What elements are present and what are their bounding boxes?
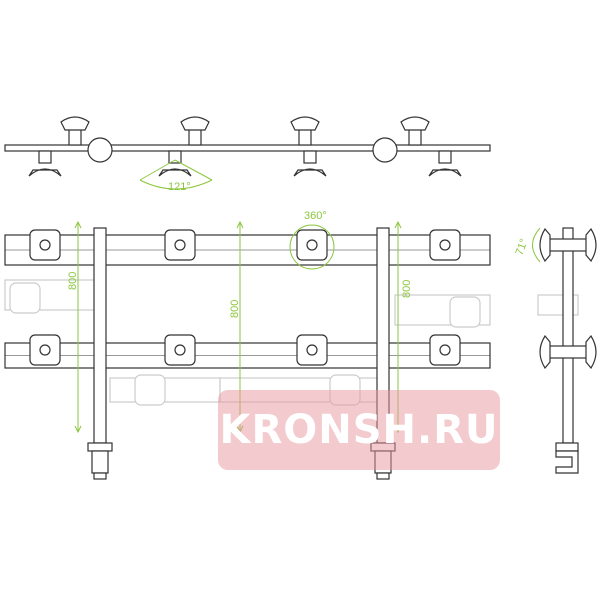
vesa-hub: [306, 344, 318, 356]
vesa-hub: [306, 239, 318, 251]
pole: [93, 227, 107, 444]
vesa-hub: [174, 344, 186, 356]
desk-clamp: [555, 450, 579, 474]
arm-joint: [303, 150, 317, 164]
vesa-head: [400, 116, 430, 131]
pole-clamp: [87, 137, 113, 163]
clamp-screw: [376, 472, 390, 480]
pole: [562, 227, 574, 444]
vesa-hub: [39, 239, 51, 251]
height-label-right: 800: [401, 280, 413, 298]
ghost-vesa-plate: [449, 296, 481, 328]
arm-bracket: [544, 345, 592, 359]
swivel-line: [139, 159, 176, 181]
vesa-head: [293, 168, 327, 177]
tilt-angle-label: 71°: [514, 237, 531, 257]
desk-clamp-top: [87, 442, 113, 452]
tilt-arc: [532, 227, 541, 263]
vesa-hub: [439, 344, 451, 356]
vesa-head-left: [539, 334, 551, 370]
vesa-head: [158, 168, 192, 177]
arm-joint: [438, 150, 452, 164]
vesa-head-left: [539, 227, 551, 263]
ghost-vesa-plate: [9, 282, 41, 314]
swivel-angle-label: 121°: [168, 181, 191, 193]
side-view: [532, 227, 597, 474]
vesa-hub: [439, 239, 451, 251]
swivel-line: [174, 159, 213, 181]
rotation-angle-label: 360°: [304, 210, 327, 222]
dimension-arrows: [74, 220, 82, 434]
vesa-head: [290, 116, 320, 131]
ghost-vesa-plate: [134, 374, 166, 406]
watermark: KRONSH.RU: [218, 390, 500, 470]
vesa-head: [428, 168, 462, 177]
swivel-arc: [139, 179, 213, 190]
vesa-head-right: [585, 334, 597, 370]
desk-clamp: [91, 450, 109, 474]
height-label-left: 800: [67, 272, 79, 290]
pole-clamp: [372, 137, 398, 163]
vesa-hub: [174, 239, 186, 251]
vesa-head-right: [585, 227, 597, 263]
arm-bracket: [544, 238, 592, 252]
clamp-screw: [93, 472, 107, 480]
vesa-head: [28, 168, 62, 177]
crossbar: [4, 144, 491, 152]
vesa-head: [60, 116, 90, 131]
top-view: [4, 116, 491, 190]
desk-clamp-top: [555, 442, 579, 452]
arm-joint: [38, 150, 52, 164]
rotation-circle: [289, 224, 335, 270]
vesa-head: [180, 116, 210, 131]
vesa-hub: [39, 344, 51, 356]
arm-joint: [168, 150, 182, 164]
height-label-center: 800: [229, 300, 241, 318]
